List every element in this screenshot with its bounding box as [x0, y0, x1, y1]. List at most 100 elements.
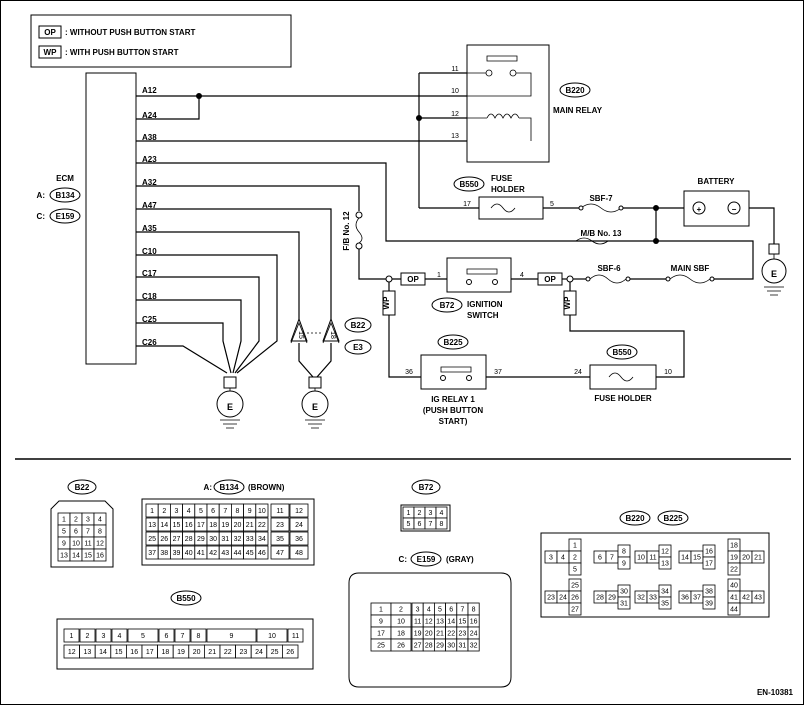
conn-b220-pin-label: 41 — [730, 595, 738, 602]
conn-b134-oval — [213, 479, 245, 495]
conn-b22-pin-label: 6 — [74, 529, 78, 536]
conn-e159-pin-label: 16 — [470, 619, 478, 626]
conn-b550-pin-label: 2 — [86, 633, 90, 640]
conn-b220-pin-label: 12 — [661, 549, 669, 556]
conn-b220-cell — [702, 596, 716, 610]
ig-relay-term-left — [440, 375, 446, 381]
main-sbf-label: MAIN SBF — [671, 264, 710, 273]
conn-b134-pin-label: 24 — [295, 522, 303, 529]
e3-oval — [344, 339, 372, 355]
conn-b134-pin-label: 29 — [197, 536, 205, 543]
fuse-holder-top-pin17: 17 — [463, 201, 471, 208]
fuse-holder-top-label1: FUSE — [491, 174, 513, 183]
legend-wp-tag-text: WP — [44, 48, 58, 57]
fuse-holder-top-box — [478, 196, 544, 220]
conn-b220-pin-label: 2 — [573, 555, 577, 562]
battery-plus-terminal — [692, 201, 706, 215]
conn-b220-pin-label: 6 — [598, 555, 602, 562]
conn-b72-pin-label: 2 — [418, 510, 422, 517]
conn-b134-pin-label: 40 — [185, 550, 193, 557]
conn-b550-pin-label: 1 — [70, 633, 74, 640]
wire-fb-op — [358, 249, 389, 280]
ignition-pin1: 1 — [437, 272, 441, 279]
wire-wp-left — [388, 282, 421, 378]
conn-b134-cell — [289, 503, 309, 518]
conn-b550-pin-label: 7 — [181, 633, 185, 640]
sbf7-label: SBF-7 — [589, 194, 613, 203]
conn-b550-oval — [170, 590, 202, 606]
conn-b134-pin-label: 7 — [223, 508, 227, 515]
ecm-wires — [136, 95, 656, 374]
legend-box — [30, 14, 292, 68]
conn-e159-cell — [390, 638, 412, 652]
conn-e159-cell — [467, 638, 480, 652]
conn-b134-pin-label: 10 — [258, 508, 266, 515]
conn-b134-pin-label: 46 — [258, 550, 266, 557]
battery-minus: − — [732, 205, 737, 214]
conn-b72-pin-label: 1 — [407, 510, 411, 517]
conn-b220-cell — [751, 550, 765, 564]
sbf7-term-right — [618, 205, 624, 211]
conn-b134-pin-label: 1 — [150, 508, 154, 515]
conn-b134-pin-label: 23 — [276, 522, 284, 529]
conn-b220-pin-label: 23 — [547, 595, 555, 602]
conn-b220-pin-label: 16 — [705, 549, 713, 556]
conn-b220-cell — [617, 556, 631, 570]
conn-b134-pin-label: 13 — [148, 522, 156, 529]
conn-b134-pin-label: 28 — [185, 536, 193, 543]
conn-b220-pin-label: 34 — [661, 589, 669, 596]
op-tag-left-text: OP — [407, 275, 419, 284]
ecm-pin-a47: A47 — [142, 201, 157, 210]
conn-b220-pin-label: 18 — [730, 543, 738, 550]
conn-e159-pin-label: 17 — [377, 631, 385, 638]
conn-e159-pin-label: 11 — [414, 619, 421, 626]
conn-b220-pin-label: 21 — [754, 555, 762, 562]
ig-relay-contact — [440, 366, 472, 373]
conn-b134-pin-label: 3 — [175, 508, 179, 515]
conn-b550-pin-label: 26 — [286, 649, 294, 656]
conn-b550-cell — [127, 628, 159, 643]
ignition-switch-box — [446, 257, 512, 293]
conn-b220-pin-label: 38 — [705, 589, 713, 596]
conn-b220-pin-label: 39 — [705, 601, 713, 608]
conn-b550-pin-label: 11 — [292, 633, 299, 640]
ignition-switch-contact — [466, 268, 498, 275]
conn-b134-cell — [270, 517, 290, 532]
conn-b134-pin-label: 11 — [276, 508, 283, 515]
conn-e159-pin-label: 28 — [425, 643, 433, 650]
conn-b134-pin-label: 32 — [234, 536, 242, 543]
conn-b550-shell — [56, 618, 314, 670]
conn-b22-pin-label: 9 — [62, 541, 66, 548]
conn-b134-pin-label: 22 — [258, 522, 266, 529]
conn-e159-pin-label: 7 — [460, 607, 464, 614]
sbf6-term-left — [585, 276, 591, 282]
conn-b225-label: B225 — [663, 514, 683, 523]
conn-b134-pin-label: 21 — [246, 522, 254, 529]
conn-b220-cell — [658, 556, 672, 570]
conn-e159-pin-label: 12 — [425, 619, 433, 626]
conn-e159-pin-label: 18 — [397, 631, 405, 638]
conn-b220-cell — [702, 556, 716, 570]
conn-e159-pin-label: 26 — [397, 643, 405, 650]
conn-b134-pin-label: 20 — [234, 522, 242, 529]
conn-b22-pin-label: 1 — [62, 517, 66, 524]
wire-joint-ground — [298, 343, 332, 378]
conn-b220-cell — [617, 596, 631, 610]
conn-b550-cell — [206, 628, 257, 643]
main-relay-connector: B220 — [565, 86, 585, 95]
conn-b134-label: B134 — [219, 483, 239, 492]
conn-b72-pin-label: 7 — [429, 521, 433, 528]
op-tag-right-text: OP — [544, 275, 556, 284]
conn-b220-pin-label: 33 — [649, 595, 657, 602]
conn-b550-pin-label: 24 — [255, 649, 263, 656]
conn-b550-pin-label: 13 — [84, 649, 92, 656]
conn-b72-label: B72 — [419, 483, 434, 492]
conn-b550-cell — [95, 628, 112, 643]
conn-b134-pin-label: 34 — [258, 536, 266, 543]
